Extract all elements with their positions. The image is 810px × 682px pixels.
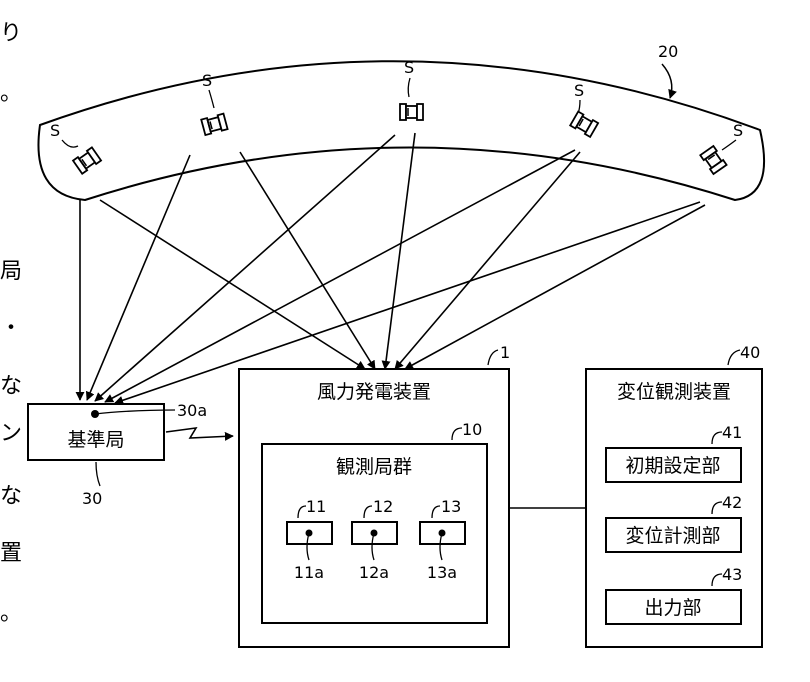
margin-char-6: ン xyxy=(0,421,22,446)
satellite-1: S xyxy=(50,121,101,174)
displacement-device-label: 変位観測装置 xyxy=(617,381,731,403)
margin-char-7: な xyxy=(0,484,22,509)
margin-char-9: 。 xyxy=(0,601,22,626)
signal-s3-ref xyxy=(95,135,395,401)
satellite-4-label: S xyxy=(574,81,584,100)
margin-char-3: 局 xyxy=(0,259,22,284)
satellite-2-leader xyxy=(209,90,214,108)
ref-1: 1 xyxy=(500,343,510,362)
wind-turbine-label: 風力発電装置 xyxy=(317,381,431,403)
ref-12: 12 xyxy=(373,497,393,516)
satellite-3: S xyxy=(400,58,423,120)
satellite-3-leader xyxy=(408,78,410,97)
ref-40-leader xyxy=(728,350,740,365)
point-11a: 11a xyxy=(294,563,324,582)
ref-20: 20 xyxy=(658,42,678,61)
ref-1-leader xyxy=(488,350,498,365)
margin-text: り 。 局 ・ な ン な 置 。 xyxy=(0,21,22,626)
ref-20-leader xyxy=(662,64,672,98)
ref-40: 40 xyxy=(740,343,760,362)
ref-42: 42 xyxy=(722,493,742,512)
margin-char-4: ・ xyxy=(0,316,22,341)
satellite-4: S xyxy=(570,81,598,137)
margin-char-2: 。 xyxy=(0,81,22,106)
signal-s5-turbine xyxy=(405,205,705,369)
satellite-5: S xyxy=(700,121,743,174)
satellite-5-label: S xyxy=(733,121,743,140)
satellite-1-leader xyxy=(62,140,78,147)
margin-char-5: な xyxy=(0,374,22,399)
signal-s4-turbine xyxy=(395,152,580,369)
ref-30a: 30a xyxy=(177,401,207,420)
ref-10: 10 xyxy=(462,420,482,439)
output-label: 出力部 xyxy=(644,597,701,619)
ref-11: 11 xyxy=(306,497,326,516)
ref-13: 13 xyxy=(441,497,461,516)
margin-char-1: り xyxy=(0,21,22,46)
wireless-link xyxy=(166,428,233,438)
ref-30-leader xyxy=(96,462,100,486)
station-group-label: 観測局群 xyxy=(336,456,412,478)
satellite-5-leader xyxy=(722,140,736,150)
satellite-2-label: S xyxy=(202,71,212,90)
satellite-3-label: S xyxy=(404,58,414,77)
point-13a: 13a xyxy=(427,563,457,582)
signal-s3-turbine xyxy=(385,133,415,369)
initial-setting-label: 初期設定部 xyxy=(625,455,720,477)
ref-41: 41 xyxy=(722,423,742,442)
margin-char-8: 置 xyxy=(0,541,22,566)
ref-43: 43 xyxy=(722,565,742,584)
satellite-1-label: S xyxy=(50,121,60,140)
ref-30: 30 xyxy=(82,489,102,508)
satellite-band xyxy=(38,61,764,200)
reference-station-label: 基準局 xyxy=(67,429,124,451)
point-12a: 12a xyxy=(359,563,389,582)
satellite-2: S xyxy=(201,71,227,135)
displacement-measure-label: 変位計測部 xyxy=(625,525,720,547)
